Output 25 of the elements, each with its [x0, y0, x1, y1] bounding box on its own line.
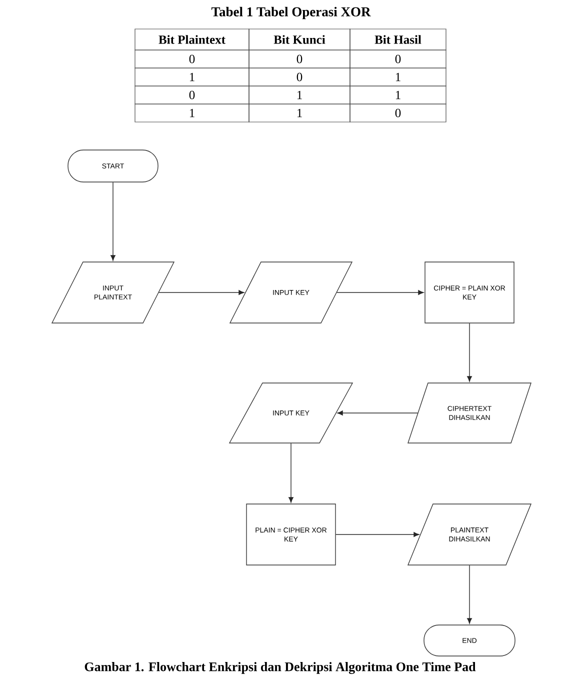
table-cell: 1 — [248, 86, 350, 104]
figure-caption: Gambar 1. Flowchart Enkripsi dan Dekripsi Algoritma One Time Pad — [84, 662, 476, 674]
table-cell: 0 — [350, 104, 446, 122]
column-header: Bit Plaintext — [134, 28, 250, 50]
column-header: Bit Hasil — [350, 28, 446, 50]
table-cell: 1 — [350, 68, 446, 86]
arrow — [336, 290, 424, 295]
table-cell: 1 — [134, 68, 250, 86]
arrow — [158, 290, 244, 295]
arrow — [110, 182, 116, 261]
arrow — [467, 323, 472, 382]
arrow — [336, 532, 420, 537]
arrow — [337, 410, 418, 416]
table-cell: 0 — [134, 50, 250, 68]
column-header: Bit Kunci — [248, 28, 350, 50]
table-cell: 1 — [248, 104, 350, 122]
table-cell: 0 — [248, 68, 350, 86]
table-cell: 0 — [350, 50, 446, 68]
arrow — [467, 565, 472, 624]
table-cell: 0 — [134, 86, 250, 104]
table-cell: 1 — [350, 86, 446, 104]
table-cell: 0 — [248, 50, 350, 68]
table-title: Tabel 1 Tabel Operasi XOR — [211, 6, 371, 20]
table-cell: 1 — [134, 104, 250, 122]
arrow — [288, 443, 294, 503]
